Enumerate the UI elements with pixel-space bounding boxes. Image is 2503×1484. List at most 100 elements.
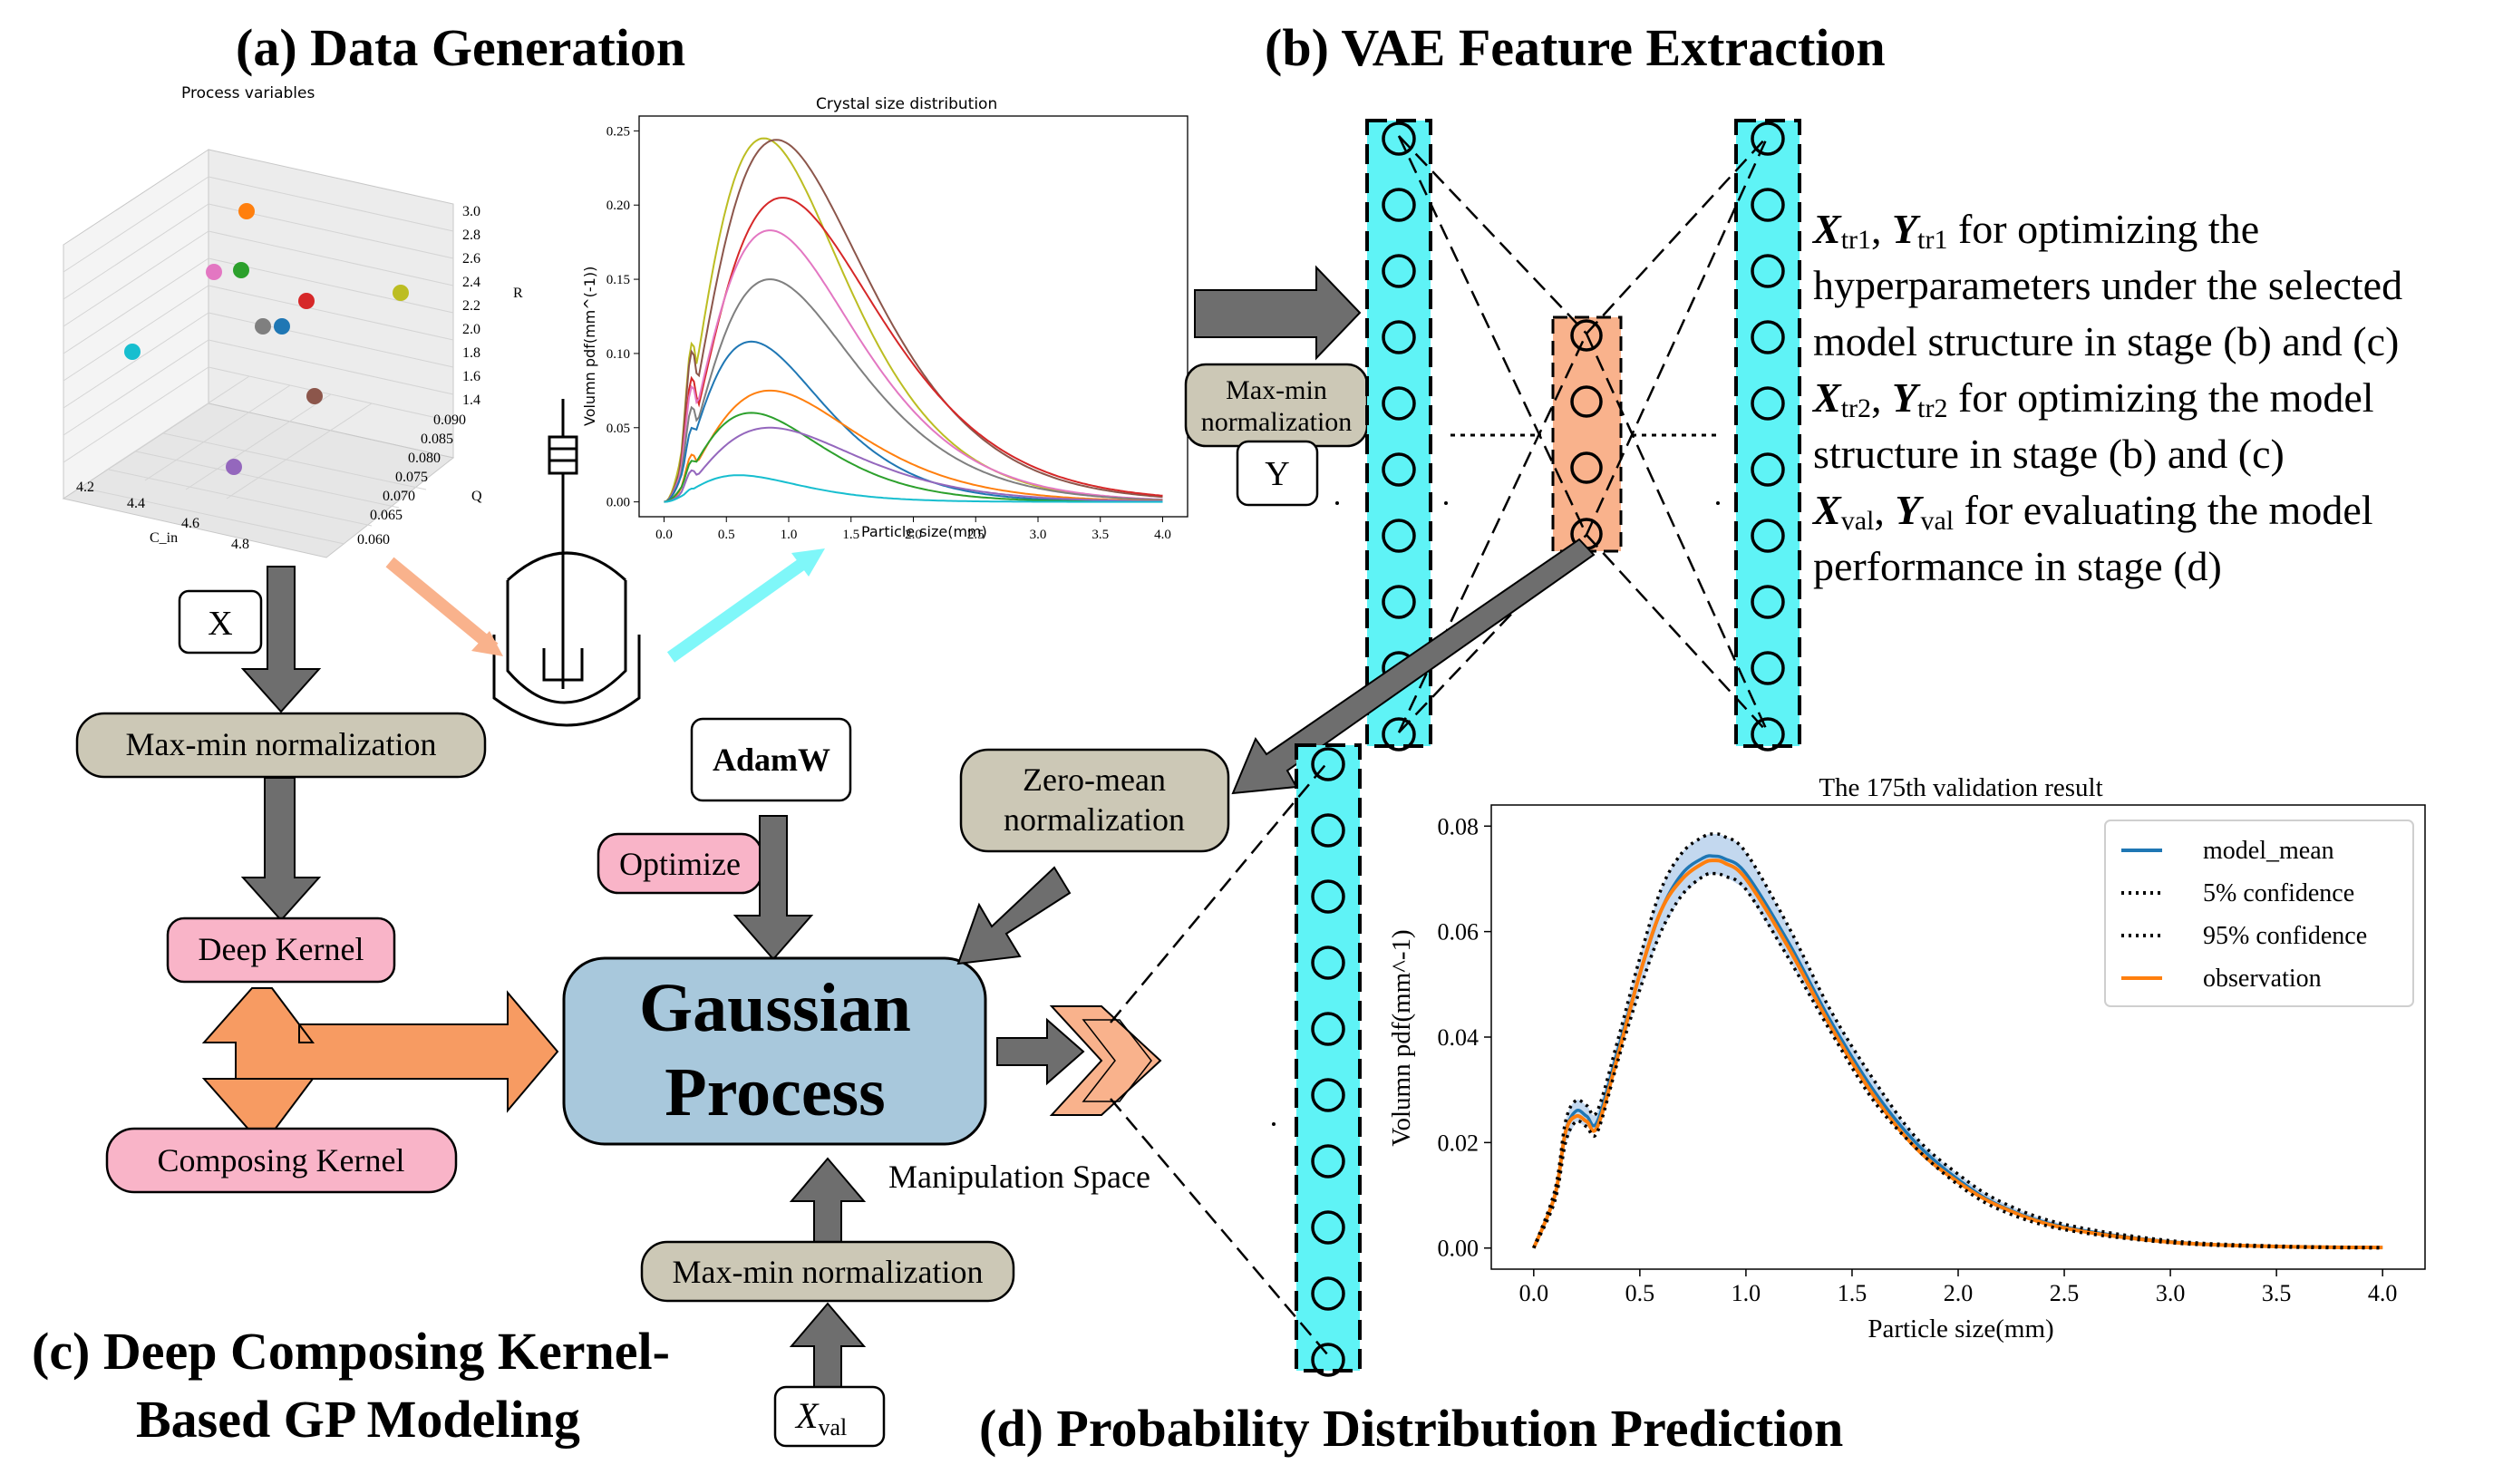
desc-line-1: Xtr1, Ytr1 for optimizing the <box>1811 206 2259 255</box>
neuron-node <box>1751 585 1785 619</box>
neuron-node <box>1570 451 1603 484</box>
validation-ylabel: Volumn pdf(mm^-1) <box>1387 929 1416 1146</box>
neuron-node <box>1382 188 1416 222</box>
scatter3d-y-tick: 0.065 <box>370 508 403 523</box>
neuron-node <box>1570 385 1603 418</box>
kernel-combination-arrow-lower <box>201 1078 315 1134</box>
desc-line-2: hyperparameters under the selected <box>1813 262 2402 308</box>
scatter3d-z-tick: 2.8 <box>462 228 480 243</box>
maxmin-norm-box-c <box>640 1240 1015 1303</box>
neuron-node <box>1382 717 1416 752</box>
desc-line-3: model structure in stage (b) and (c) <box>1813 318 2399 364</box>
csd-title: Crystal size distribution <box>816 95 997 113</box>
vae-network: Max-min normalization Y <box>1184 119 1801 795</box>
legend-entry: 95% confidence <box>2203 922 2367 950</box>
neuron-node <box>1751 651 1785 685</box>
csd-x-tick: 1.0 <box>781 528 798 542</box>
scatter3d-point <box>238 203 255 219</box>
neuron-node <box>1382 320 1416 354</box>
val-x-tick: 0.5 <box>1625 1280 1655 1306</box>
csd-y-tick: 0.20 <box>606 199 630 213</box>
vae-latent-layer <box>1551 315 1623 553</box>
neuron-node <box>1311 1078 1345 1112</box>
scatter3d-point <box>206 264 222 280</box>
val-y-tick: 0.02 <box>1438 1130 1479 1156</box>
csd-ylabel: Volumn pdf(mm^(-1)) <box>581 267 598 426</box>
neuron-node <box>1311 1144 1345 1178</box>
scatter3d-x-tick: 4.6 <box>181 516 199 531</box>
scatter3d-title: Process variables <box>181 84 315 102</box>
neuron-node <box>1311 1012 1345 1046</box>
val-y-tick: 0.00 <box>1438 1236 1479 1262</box>
scatter3d-point <box>306 388 323 404</box>
gp-center: AdamW Optimize Gaussian Process Zero-mea… <box>562 717 1230 1448</box>
gp-to-output-arrow <box>996 1017 1085 1086</box>
csd-to-vae-arrow <box>1194 265 1362 361</box>
neuron-node <box>1751 519 1785 553</box>
csd-x-tick: 2.0 <box>905 528 922 542</box>
scatter3d-x-label: C_in <box>150 530 178 546</box>
desc-line-6: Xval, Yval for evaluating the model <box>1811 487 2373 536</box>
csd-series-line <box>664 278 1163 503</box>
val-x-tick: 2.5 <box>2050 1280 2080 1306</box>
adamw-label: AdamW <box>713 742 830 778</box>
neuron-node <box>1382 121 1416 156</box>
neuron-node <box>1382 585 1416 619</box>
neuron-node <box>1751 320 1785 354</box>
composing-kernel-box <box>105 1127 458 1194</box>
val-y-tick: 0.08 <box>1438 813 1479 839</box>
csd-y-tick: 0.00 <box>606 496 630 510</box>
arrow-up <box>789 1157 867 1243</box>
csd-y-tick: 0.05 <box>606 422 630 436</box>
section-b-title: (b) VAE Feature Extraction <box>1265 18 1886 77</box>
val-y-tick: 0.04 <box>1438 1024 1479 1051</box>
y-input-box <box>1236 440 1319 507</box>
section-d-title: (d) Probability Distribution Prediction <box>979 1399 1843 1458</box>
scatter3d-z-tick: 1.4 <box>462 393 480 408</box>
adamw-box <box>690 717 852 802</box>
arrow-down <box>732 815 814 961</box>
process-variables-3d-plot: Process variables <box>62 84 523 558</box>
maxmin-norm-b-line2: normalization <box>1201 407 1353 437</box>
section-c-title-line2: Based GP Modeling <box>136 1390 580 1449</box>
csd-x-tick: 1.5 <box>842 528 859 542</box>
neuron-node <box>1382 452 1416 487</box>
neuron-node <box>1311 747 1345 781</box>
scatter3d-y-tick: 0.090 <box>433 412 466 428</box>
scatter3d-y-tick: 0.075 <box>395 470 428 485</box>
manipulation-space-label: Manipulation Space <box>888 1159 1150 1195</box>
scatter3d-point <box>124 344 141 360</box>
scatter3d-y-tick: 0.080 <box>408 451 441 466</box>
scatter3d-point <box>255 318 271 335</box>
neuron-node <box>1382 254 1416 288</box>
scatter3d-z-tick: 2.6 <box>462 251 480 267</box>
csd-series-line <box>664 389 1163 503</box>
scatter3d-z-tick: 2.0 <box>462 322 480 337</box>
maxmin-norm-label-c: Max-min normalization <box>673 1254 984 1290</box>
csd-y-tick: 0.10 <box>606 347 630 362</box>
zero-mean-line2: normalization <box>1004 801 1185 838</box>
scatter3d-point <box>393 285 409 301</box>
x-input-label: X <box>208 605 232 643</box>
scatter3d-x-tick: 4.8 <box>231 537 249 552</box>
section-a-title: (a) Data Generation <box>236 18 685 77</box>
maxmin-norm-b-line1: Max-min <box>1226 375 1327 405</box>
gaussian-process-line1: Gaussian <box>639 970 911 1046</box>
val-x-tick: 3.0 <box>2156 1280 2186 1306</box>
xval-input-label: Xval <box>794 1395 847 1440</box>
scatter3d-z-tick: 1.6 <box>462 369 480 384</box>
deep-kernel-label: Deep Kernel <box>199 931 364 967</box>
dataset-description: Xtr1, Ytr1 for optimizing the hyperparam… <box>1811 206 2402 589</box>
val-x-tick: 1.5 <box>1838 1280 1868 1306</box>
scatter3d-y-tick: 0.060 <box>357 532 390 548</box>
gaussian-process-box <box>562 956 987 1146</box>
latent-to-zero-mean-arrow <box>1231 538 1596 795</box>
scatter3d-y-tick: 0.085 <box>421 432 453 447</box>
composing-kernel-label: Composing Kernel <box>158 1142 405 1178</box>
csd-series-line <box>664 474 1163 503</box>
y-input-label: Y <box>1265 455 1289 493</box>
vae-output-layer <box>1734 119 1801 748</box>
xval-sym: X <box>794 1395 820 1436</box>
scatter3d-point <box>274 318 290 335</box>
